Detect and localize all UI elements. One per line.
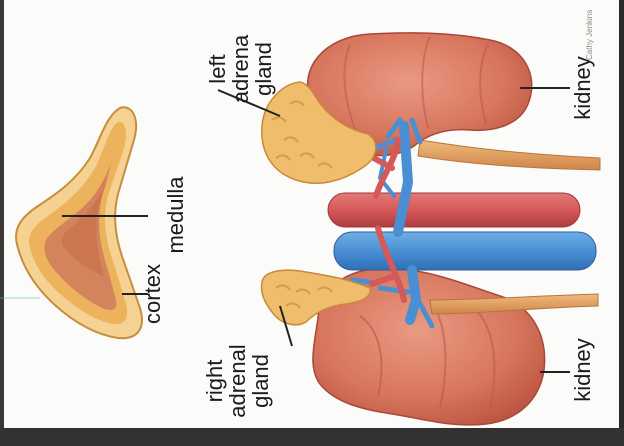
adrenal-cross-section — [16, 107, 142, 338]
right-renal-vein — [410, 270, 416, 320]
label-left-adrenal-gland: left adrena gland — [206, 19, 278, 119]
label-right-adrenal-gland: right adrenal gland — [203, 326, 275, 436]
aorta — [328, 193, 580, 227]
illustrator-credit: Cathy Jenkins — [585, 0, 611, 60]
vena-cava — [334, 232, 596, 270]
label-cortex: cortex — [141, 249, 167, 339]
label-kidney-bottom: kidney — [571, 325, 597, 415]
label-medulla: medulla — [164, 160, 190, 270]
left-ureter — [418, 140, 600, 170]
